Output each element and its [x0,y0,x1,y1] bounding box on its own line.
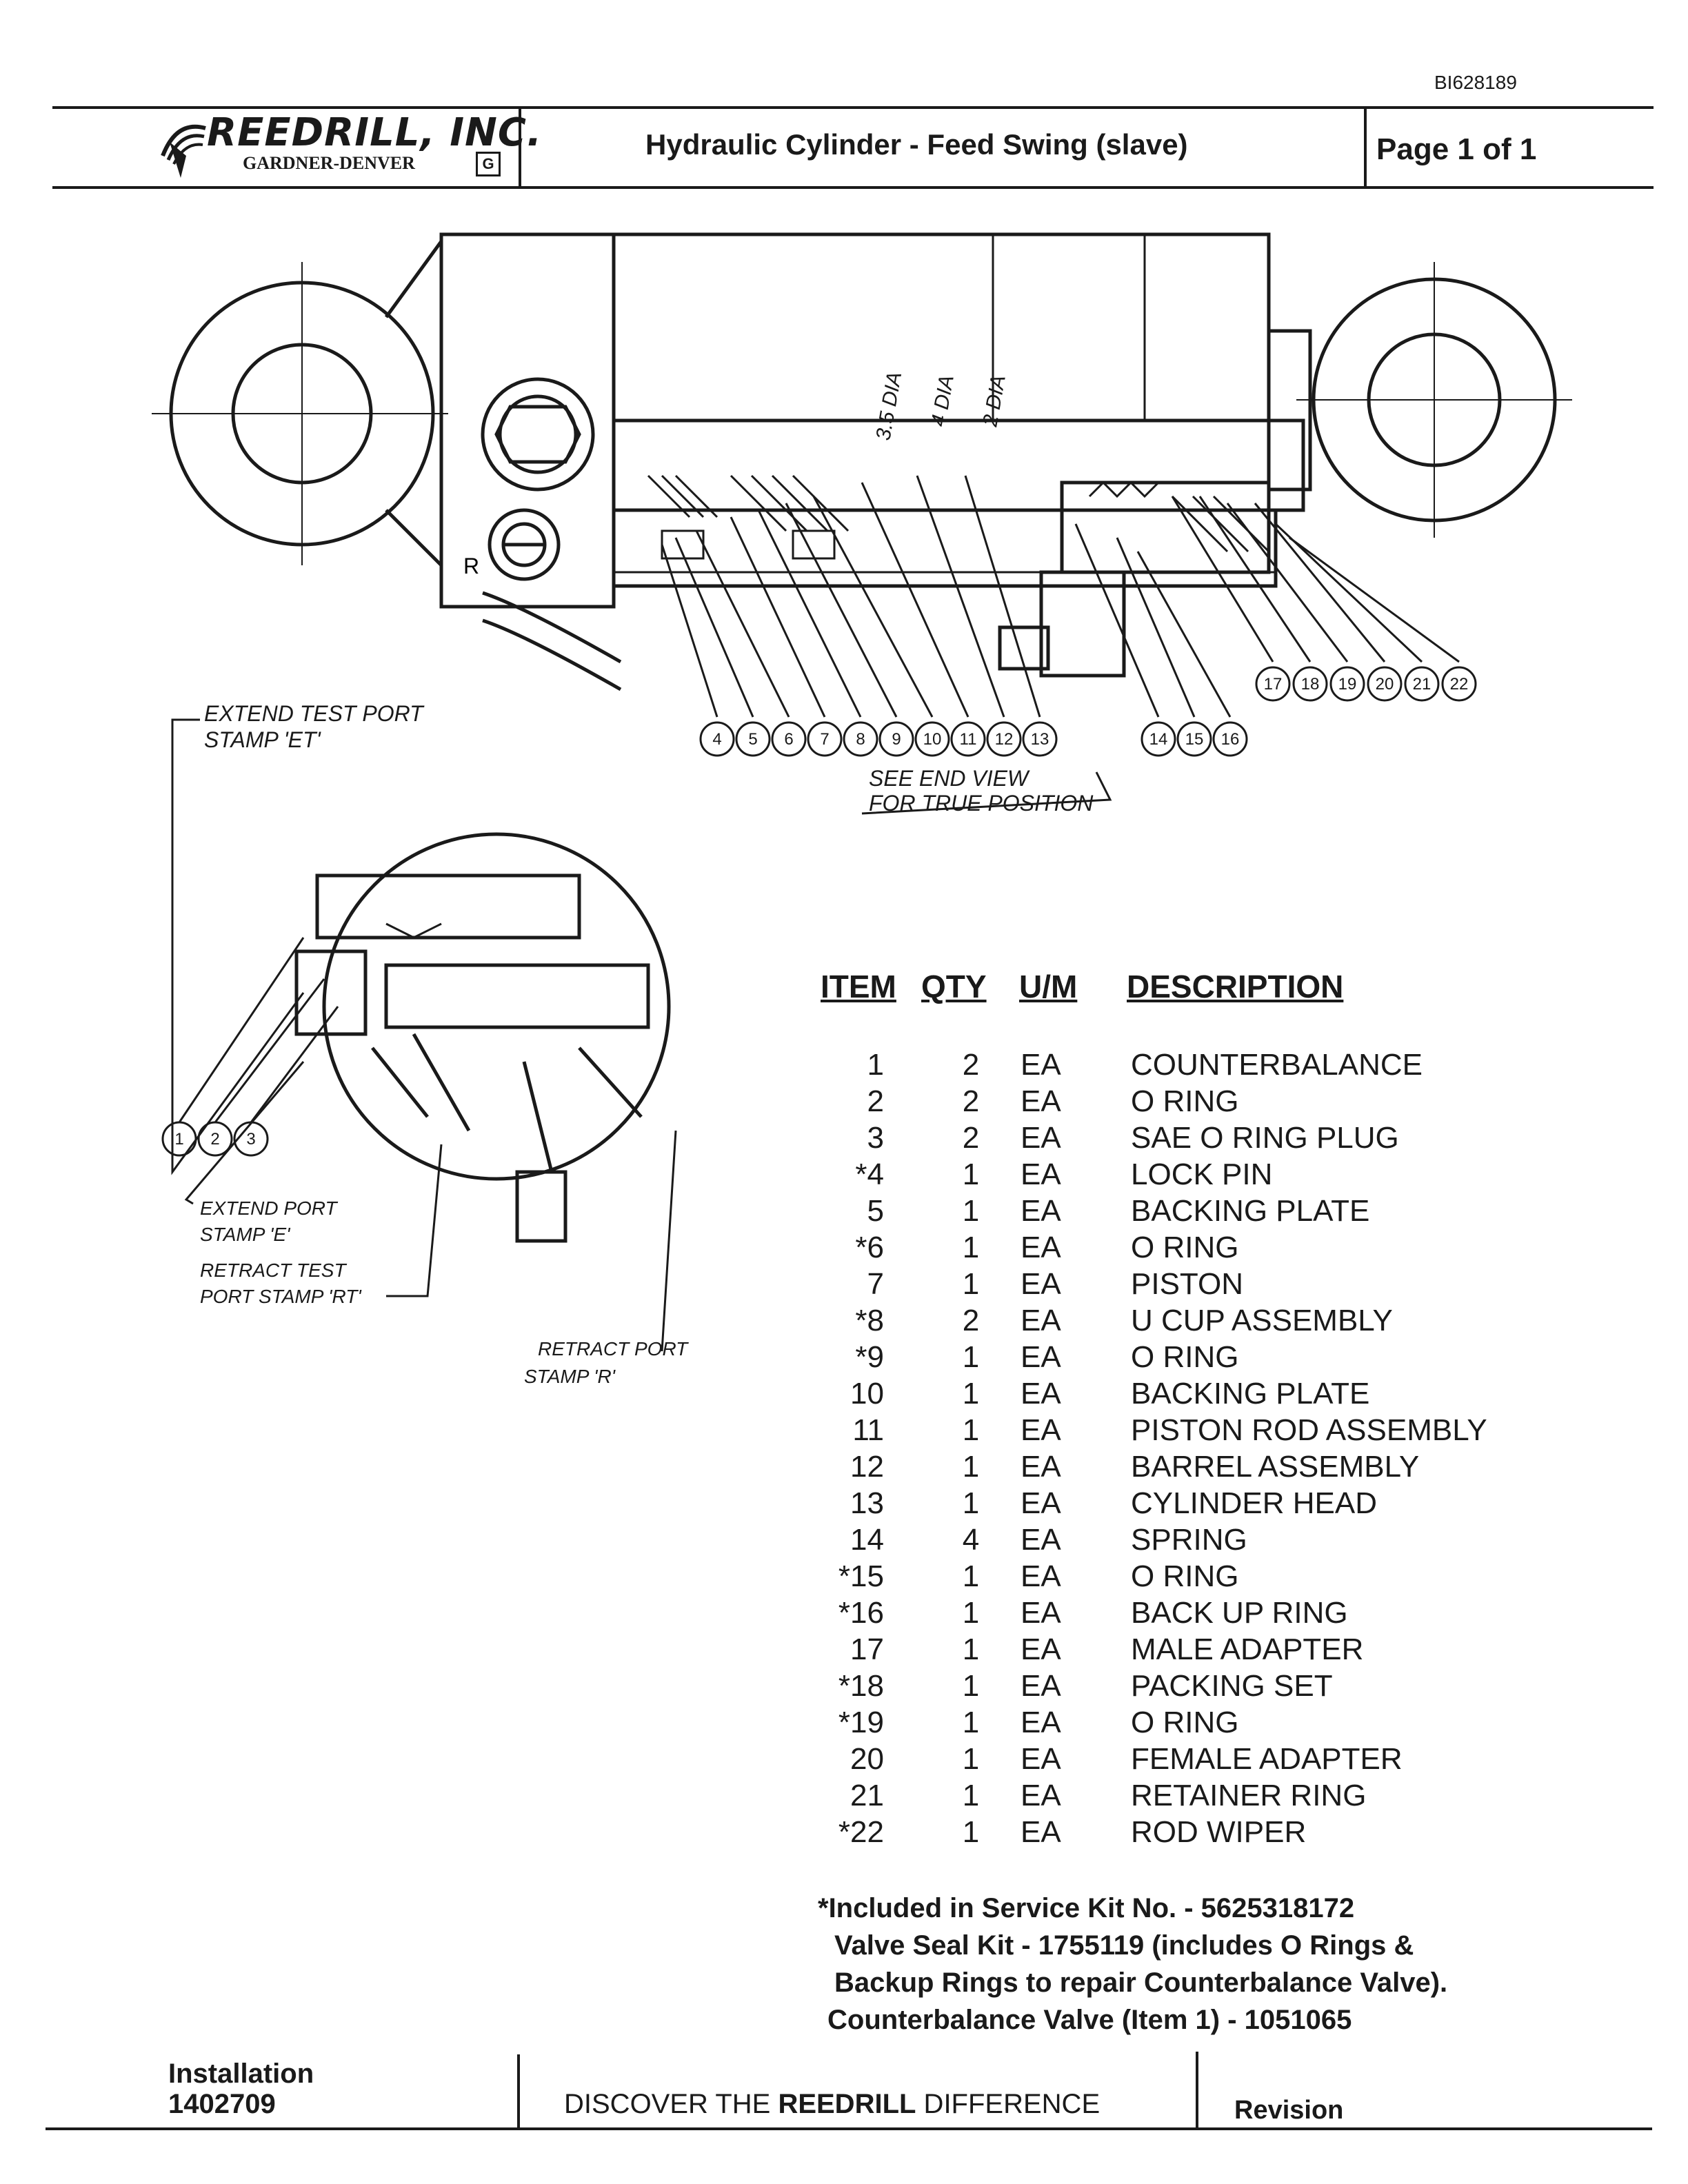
header-divider-1 [519,108,521,188]
note-counterbalance-valve: Counterbalance Valve (Item 1) - 1051065 [827,2005,1352,2035]
reedrill-logo-icon [161,124,206,178]
footer-bottom-rule [46,2127,1652,2130]
svg-text:11: 11 [960,730,977,749]
svg-text:6: 6 [784,730,793,749]
col-header-description: DESCRIPTION [1127,969,1344,1004]
header-top-rule [52,106,1654,109]
header-bottom-rule [52,186,1654,189]
note-extend-test-stamp: STAMP 'ET' [204,727,322,752]
svg-text:12: 12 [995,730,1014,749]
callouts-17-22: 17 18 19 20 21 22 [1255,666,1477,702]
svg-text:7: 7 [820,730,829,749]
note-extend-port: EXTEND PORT [200,1197,339,1219]
svg-text:16: 16 [1221,730,1240,749]
note-see-end-view: SEE END VIEW [869,766,1030,791]
footer-revision: Revision [1234,2096,1344,2125]
note-retract-port-stamp: STAMP 'R' [524,1366,616,1387]
note-extend-test-port: EXTEND TEST PORT [204,701,425,726]
footer-installation: Installation 1402709 [168,2059,314,2119]
installation-label: Installation [168,2059,314,2089]
document-id: BI628189 [1434,72,1517,93]
svg-text:2: 2 [210,1130,219,1149]
header-divider-2 [1364,108,1367,188]
footer-divider-1 [517,2054,520,2130]
svg-text:18: 18 [1301,675,1320,694]
svg-text:4: 4 [712,730,721,749]
svg-text:13: 13 [1031,730,1049,749]
svg-text:14: 14 [1149,730,1168,749]
callouts-4-13: 4 5 6 7 8 9 10 11 12 13 [699,721,1058,757]
svg-text:5: 5 [748,730,757,749]
svg-text:3: 3 [246,1130,255,1149]
col-header-qty: QTY [921,969,987,1004]
port-mark-r: R [463,554,479,578]
svg-text:17: 17 [1264,675,1283,694]
footer-divider-2 [1196,2052,1198,2127]
note-extend-port-stamp: STAMP 'E' [200,1224,291,1245]
end-view [294,832,671,1243]
page-indicator: Page 1 of 1 [1376,132,1537,166]
svg-text:8: 8 [856,730,865,749]
svg-text:9: 9 [892,730,901,749]
cylinder-head-block [439,232,616,609]
svg-text:10: 10 [923,730,942,749]
logo-subtitle: GARDNER-DENVER [243,153,415,173]
dim-label-1: 3.5 DIA [872,370,906,442]
note-service-kit: *Included in Service Kit No. - 562531817… [818,1893,1355,1923]
note-valve-seal-kit: Valve Seal Kit - 1755119 (includes O Rin… [834,1930,1414,1961]
svg-text:22: 22 [1450,675,1469,694]
document-title: Hydraulic Cylinder - Feed Swing (slave) [645,128,1188,161]
callouts-14-16: 14 15 16 [1141,721,1248,757]
svg-text:19: 19 [1338,675,1357,694]
svg-text:1: 1 [174,1130,183,1149]
logo-company-name: REEDRILL, INC. [207,110,543,155]
svg-text:15: 15 [1185,730,1204,749]
note-retract-test: RETRACT TEST [200,1260,347,1281]
note-retract-port: RETRACT PORT [538,1338,689,1359]
gardner-denver-badge-icon: G [476,152,501,176]
cylinder-drawing: R 3.5 DIA 4 DIA 2 DIA 17 18 19 20 21 22 … [152,232,1572,1387]
installation-number: 1402709 [168,2089,276,2119]
footer-tagline: DISCOVER THE REEDRILL DIFFERENCE [564,2089,1101,2119]
col-header-um: U/M [1019,969,1078,1004]
tagline-brand: REEDRILL [778,2089,916,2119]
note-backup-rings: Backup Rings to repair Counterbalance Va… [834,1968,1448,1998]
col-header-item: ITEM [821,969,896,1004]
svg-text:20: 20 [1376,675,1394,694]
svg-text:21: 21 [1413,675,1431,694]
note-retract-test-stamp: PORT STAMP 'RT' [200,1286,362,1307]
